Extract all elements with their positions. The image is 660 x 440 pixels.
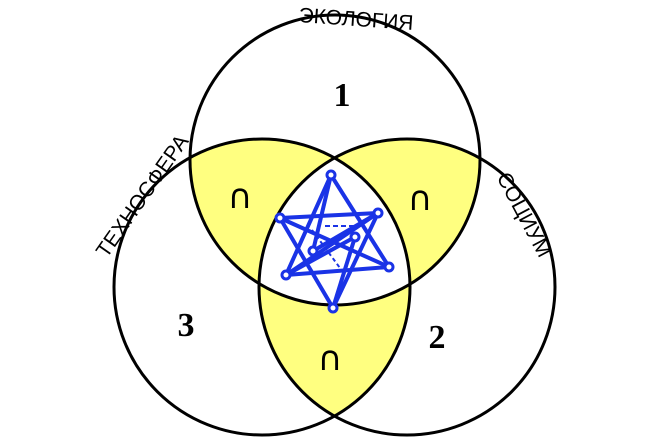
star-icon <box>274 169 395 314</box>
circle-technosphere <box>112 137 412 437</box>
label-number-2: 2 <box>429 319 446 356</box>
set-label-ecology: ЭКОЛОГИЯ <box>298 4 414 35</box>
label-number-3: 3 <box>178 307 195 344</box>
intersection-symbol-top-left: ∩ <box>228 177 253 217</box>
circle-society <box>257 137 557 437</box>
set-label-technosphere: ТЕХНОСФЕРА <box>92 131 193 262</box>
label-number-1: 1 <box>334 77 351 114</box>
intersection-symbol-top-right: ∩ <box>408 179 433 219</box>
intersection-symbol-bottom: ∩ <box>318 339 343 379</box>
set-label-society: СОЦИУМ <box>492 169 556 261</box>
